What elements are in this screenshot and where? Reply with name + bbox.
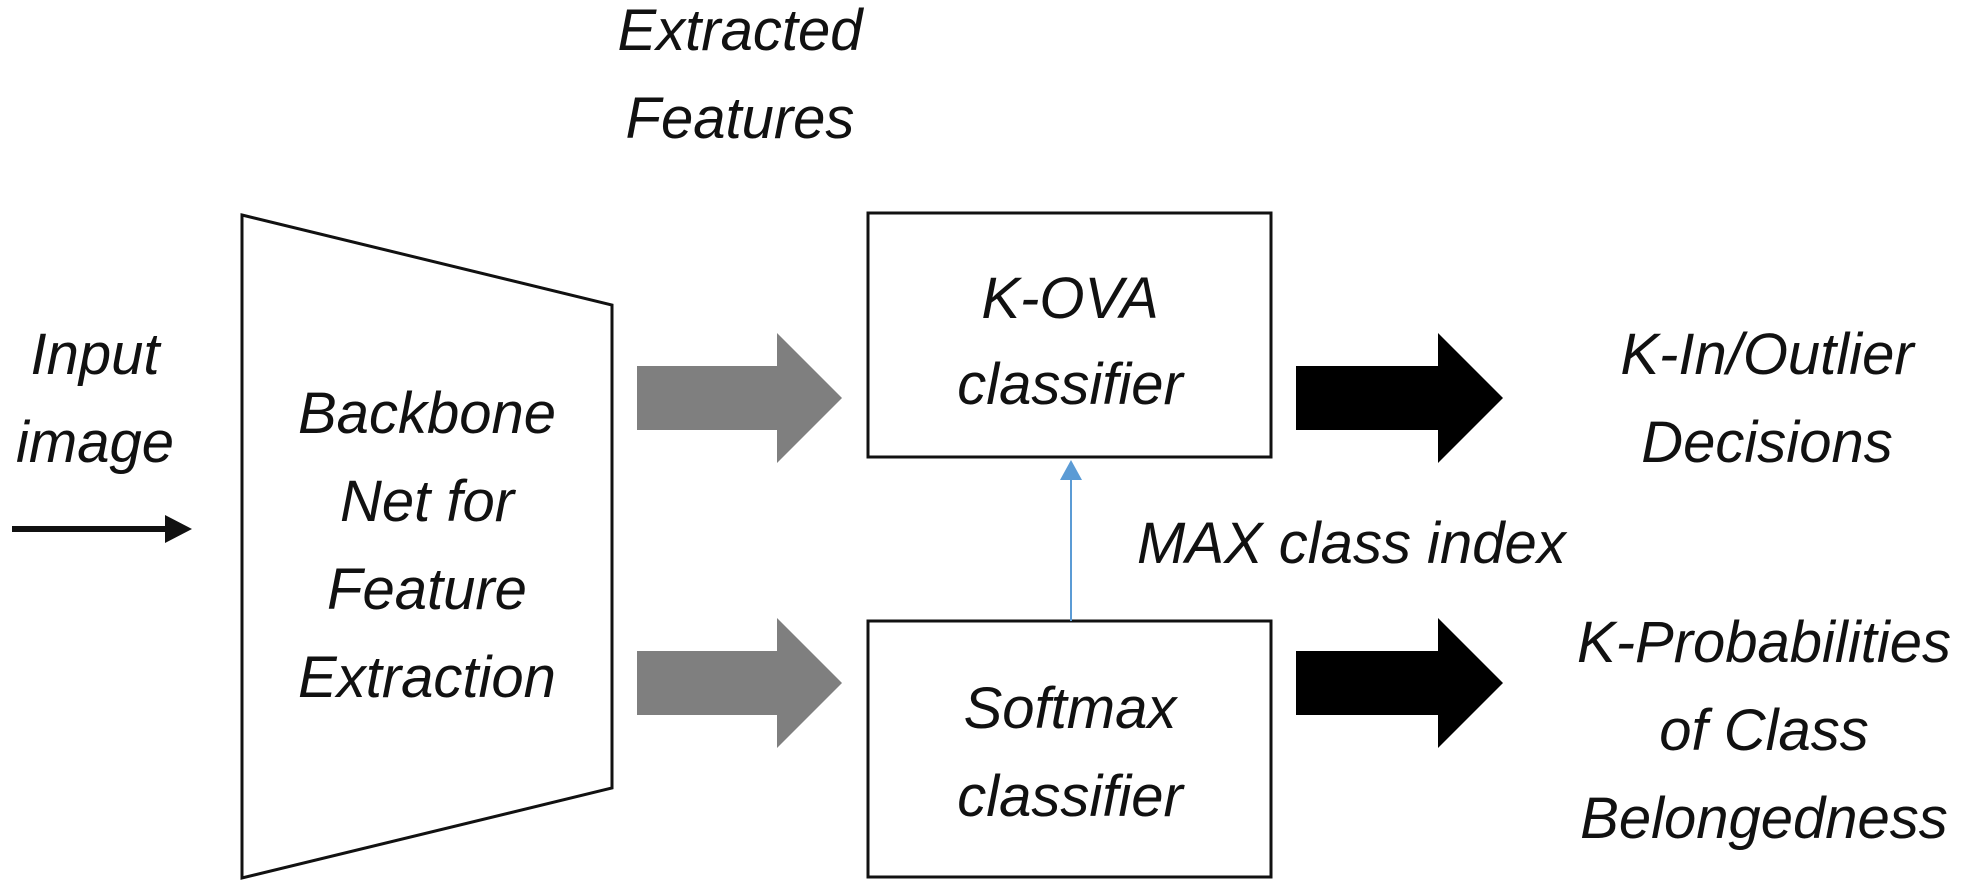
output-arrow-top	[1296, 333, 1503, 463]
backbone-network: Backbone Net for Feature Extraction	[240, 213, 614, 880]
kova-classifier-box: K-OVA classifier	[866, 211, 1273, 459]
softmax-line-2: classifier	[957, 764, 1185, 829]
softmax-classifier-box: Softmax classifier	[866, 619, 1273, 879]
extracted-features-label: Extracted Features	[618, 0, 865, 151]
extracted-features-line-2: Features	[626, 86, 855, 151]
max-class-index-connector	[1060, 460, 1082, 621]
feature-arrow-bottom	[637, 618, 842, 748]
backbone-line-2: Net for	[340, 469, 517, 534]
outlier-decisions-label: K-In/Outlier Decisions	[1620, 322, 1916, 475]
input-image-line-1: Input	[31, 322, 163, 387]
class-probabilities-line-1: K-Probabilities	[1577, 610, 1951, 675]
input-image-line-2: image	[16, 410, 174, 475]
class-probabilities-line-3: Belongedness	[1580, 786, 1948, 851]
outlier-decisions-line-1: K-In/Outlier	[1620, 322, 1916, 387]
extracted-features-line-1: Extracted	[618, 0, 865, 63]
backbone-line-3: Feature	[327, 557, 527, 622]
class-probabilities-line-2: of Class	[1659, 698, 1869, 763]
class-probabilities-label: K-Probabilities of Class Belongedness	[1577, 610, 1951, 851]
max-class-index-label: MAX class index	[1137, 511, 1568, 576]
softmax-line-1: Softmax	[964, 676, 1179, 741]
input-arrow	[12, 515, 192, 543]
outlier-decisions-line-2: Decisions	[1641, 410, 1892, 475]
kova-line-2: classifier	[957, 352, 1185, 417]
feature-arrow-top	[637, 333, 842, 463]
backbone-line-4: Extraction	[298, 645, 556, 710]
input-image-label: Input image	[16, 322, 174, 475]
output-arrow-bottom	[1296, 618, 1503, 748]
backbone-line-1: Backbone	[298, 381, 556, 446]
kova-line-1: K-OVA	[981, 266, 1158, 331]
